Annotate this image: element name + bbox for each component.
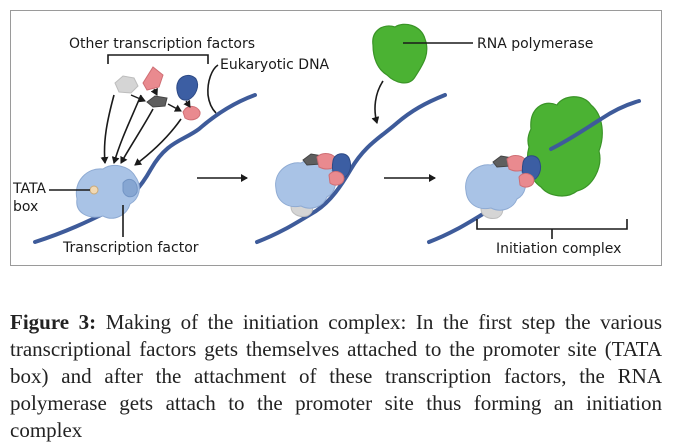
initiation-complex-diagram: Other transcription factors Eukaryotic D… xyxy=(12,23,641,257)
figure-frame: Other transcription factors Eukaryotic D… xyxy=(10,10,662,266)
factor-gray-shape xyxy=(114,75,139,94)
caption-label: Figure 3: xyxy=(10,310,97,334)
label-transcription-factor: Transcription factor xyxy=(62,240,199,256)
arrow-factor-4-to-tf xyxy=(134,118,182,166)
tf-blue-lobe-shape xyxy=(122,178,138,198)
label-tata-line2: box xyxy=(13,199,38,215)
factor-pink-shape xyxy=(142,66,164,91)
arrow-gray-to-dark xyxy=(130,94,146,103)
p3-tf-blue-shape xyxy=(465,161,527,211)
label-other-transcription-factors: Other transcription factors xyxy=(69,36,255,52)
panel-2-bound-complex xyxy=(255,93,447,244)
factor-dark-shape xyxy=(146,95,168,108)
bracket-initiation-complex xyxy=(476,219,628,230)
arrow-factor-1-to-tf xyxy=(100,94,115,164)
p3-pink-small-shape xyxy=(518,172,535,188)
label-eukaryotic-dna: Eukaryotic DNA xyxy=(220,57,330,73)
arrow-rna-polymerase-down xyxy=(371,80,384,124)
panel-3-initiation-complex: Initiation complex xyxy=(427,96,641,257)
arrow-dark-to-pink xyxy=(167,103,182,112)
panel-1-tf-binding: Other transcription factors Eukaryotic D… xyxy=(12,36,330,256)
label-initiation-complex: Initiation complex xyxy=(496,241,621,257)
p2-tf-blue-shape xyxy=(275,159,337,209)
caption-text: Making of the initiation complex: In the… xyxy=(10,310,662,442)
rna-polymerase-group: RNA polymerase xyxy=(371,23,593,124)
arrow-factor-2-to-tf xyxy=(111,94,142,164)
arrow-factor-3-to-tf xyxy=(120,108,154,164)
arrow-pink-to-dark xyxy=(150,87,158,96)
bracket-other-factors xyxy=(107,54,209,64)
dna-strand-2 xyxy=(255,93,447,244)
p3-rna-polymerase-shape xyxy=(526,96,603,197)
tata-box-marker xyxy=(89,185,99,195)
factor-navy-shape xyxy=(176,75,199,101)
arrow-navy-to-pink xyxy=(183,99,191,108)
label-tata-line1: TATA xyxy=(12,181,46,197)
dna-strand-1 xyxy=(33,93,257,244)
rna-polymerase-shape xyxy=(372,23,428,84)
p2-pink-small-shape xyxy=(328,170,345,186)
figure-caption: Figure 3: Making of the initiation compl… xyxy=(10,309,662,444)
factor-pink-small-shape xyxy=(182,105,201,121)
leader-dna xyxy=(207,64,219,114)
label-rna-polymerase: RNA polymerase xyxy=(477,36,593,52)
dna-strand-3-front xyxy=(549,99,641,151)
